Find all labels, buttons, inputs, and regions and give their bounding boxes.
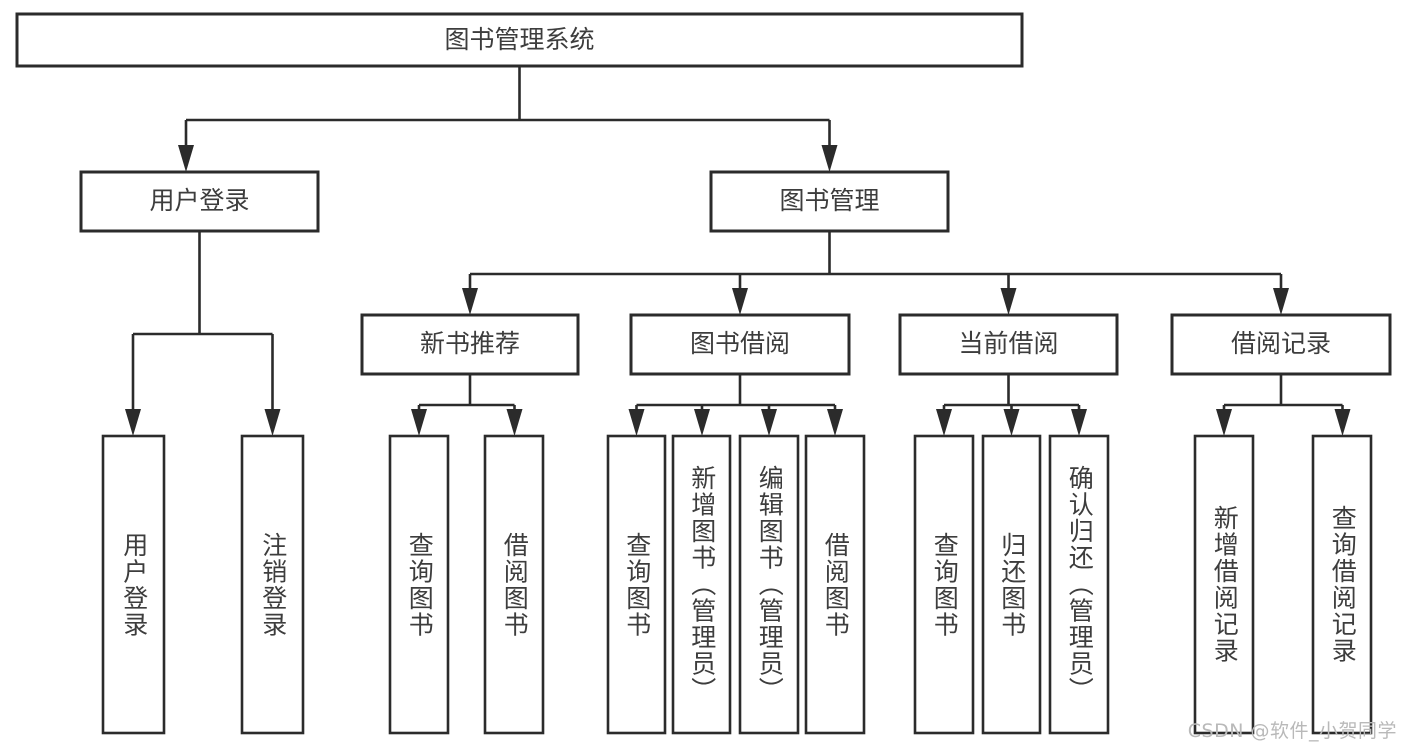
- node-root-title-label: 图书管理系统: [444, 25, 594, 54]
- arrow-currentborrow-to-leaf1: [936, 409, 952, 436]
- node-book-manage[interactable]: 图书管理: [709, 170, 950, 233]
- node-leaf-borrow-borrow-box[interactable]: [804, 434, 866, 735]
- arrow-newbook-to-leaf2: [506, 409, 523, 436]
- node-leaf-user-login-box[interactable]: [101, 434, 166, 735]
- node-user-login-label: 用户登录: [149, 186, 249, 215]
- arrow-bookborrow-to-leaf3: [761, 409, 777, 436]
- node-borrow-record[interactable]: 借阅记录: [1170, 313, 1392, 376]
- node-leaf-cur-return-box[interactable]: [981, 434, 1042, 735]
- node-leaf-cur-confirm-box[interactable]: [1048, 434, 1110, 735]
- node-leaf-borrow-query-box[interactable]: [606, 434, 667, 735]
- arrow-currentborrow-to-leaf3: [1071, 409, 1087, 436]
- node-leaf-rec-borrow-box[interactable]: [483, 434, 545, 735]
- node-current-borrow-label: 当前借阅: [958, 329, 1058, 358]
- arrow-bookborrow-to-leaf1: [628, 409, 645, 436]
- arrow-root-to-user-login: [178, 145, 194, 172]
- arrow-userlogin-to-leaf2: [264, 409, 281, 436]
- arrow-bookborrow-to-leaf4: [827, 409, 843, 436]
- connector-group: [125, 66, 1351, 436]
- node-book-borrow-label: 图书借阅: [690, 329, 790, 358]
- node-new-book-recommend[interactable]: 新书推荐: [360, 313, 580, 376]
- arrow-userlogin-to-leaf1: [125, 409, 141, 436]
- node-root-title[interactable]: 图书管理系统: [15, 12, 1024, 68]
- arrow-borrowrecord-to-leaf1: [1216, 409, 1232, 436]
- node-new-book-recommend-label: 新书推荐: [420, 329, 520, 358]
- node-leaf-rec-query-box[interactable]: [388, 434, 450, 735]
- arrow-bookborrow-to-leaf2: [694, 409, 710, 436]
- node-user-login[interactable]: 用户登录: [79, 170, 320, 233]
- node-current-borrow[interactable]: 当前借阅: [898, 313, 1119, 376]
- node-leaf-borrow-add-box[interactable]: [671, 434, 732, 735]
- arrow-newbook-to-leaf1: [411, 409, 427, 436]
- node-leaf-record-add-box[interactable]: [1193, 434, 1255, 735]
- node-leaf-cur-query-box[interactable]: [913, 434, 975, 735]
- arrow-currentborrow-to-leaf2: [1003, 409, 1020, 436]
- node-book-manage-label: 图书管理: [779, 186, 879, 215]
- node-book-borrow[interactable]: 图书借阅: [629, 313, 851, 376]
- node-leaf-record-query-box[interactable]: [1311, 434, 1373, 735]
- arrow-bookmanage-to-new-book: [462, 288, 478, 315]
- arrow-bookmanage-to-current-borrow: [1000, 288, 1017, 315]
- arrow-bookmanage-to-borrow-record: [1273, 288, 1289, 315]
- node-borrow-record-label: 借阅记录: [1231, 329, 1331, 358]
- arrow-root-to-book-manage: [821, 145, 838, 172]
- node-leaf-borrow-edit-box[interactable]: [738, 434, 800, 735]
- watermark: CSDN @软件_小贺同学: [1187, 720, 1397, 742]
- node-leaf-logout-box[interactable]: [240, 434, 305, 735]
- arrow-borrowrecord-to-leaf2: [1334, 409, 1351, 436]
- arrow-bookmanage-to-book-borrow: [732, 288, 748, 315]
